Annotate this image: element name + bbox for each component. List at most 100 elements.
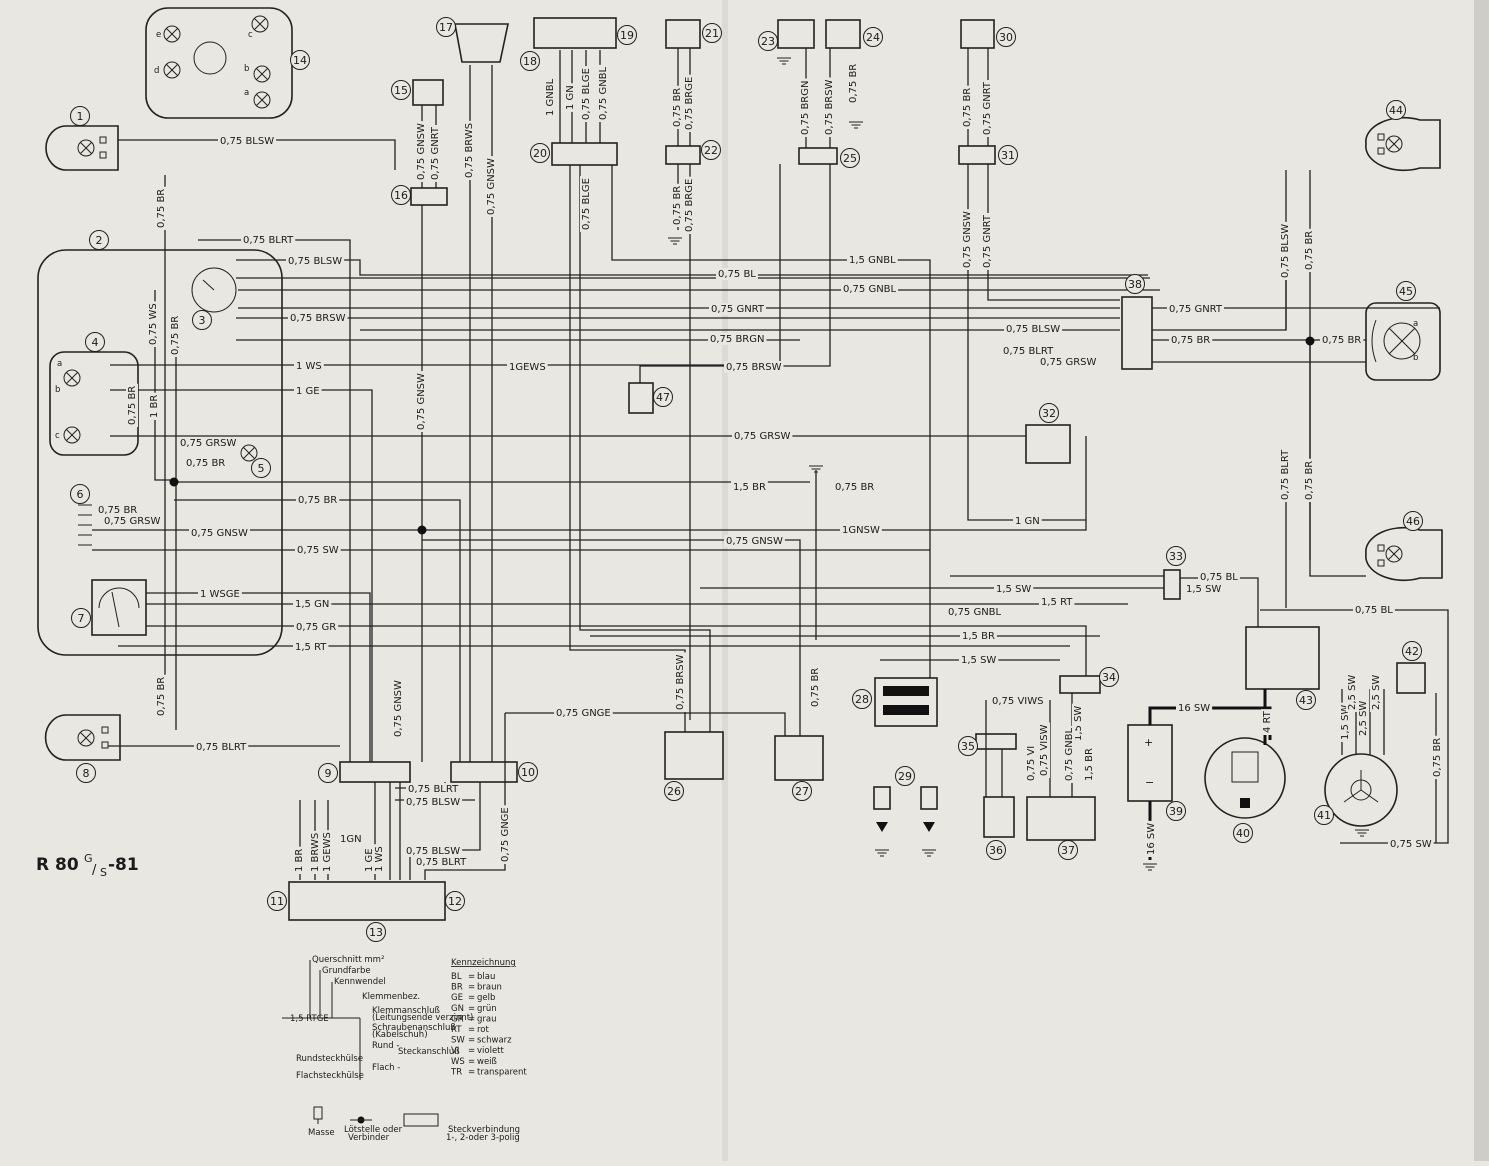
gauge-7 <box>91 579 147 636</box>
component-number-20: 20 <box>530 143 550 163</box>
svg-text:SW: SW <box>451 1036 465 1046</box>
svg-text:0,75 BLGE: 0,75 BLGE <box>581 178 592 230</box>
wire-label: 1 GN <box>1015 516 1040 527</box>
svg-text:1 WS: 1 WS <box>374 846 385 872</box>
legend-steckverbindung: Steckverbindung <box>448 1125 520 1135</box>
title-sub: S <box>100 866 107 879</box>
connector-38 <box>1121 296 1153 370</box>
svg-text:0,75 GNRT: 0,75 GNRT <box>982 81 993 135</box>
legend-code-br: BR=braun <box>451 983 502 993</box>
wire-label: 0,75 BRGE <box>683 176 695 234</box>
wire-label: 0,75 BR <box>671 85 683 129</box>
legend-verbinder: Verbinder <box>348 1133 390 1143</box>
svg-text:3: 3 <box>199 314 206 327</box>
svg-text:1 GE: 1 GE <box>364 848 375 872</box>
legend-flach: Flach - <box>372 1063 400 1073</box>
svg-text:44: 44 <box>1389 104 1403 117</box>
wire-label: 0,75 GNSW <box>961 209 973 270</box>
svg-text:30: 30 <box>999 31 1013 44</box>
component-number-14: 14 <box>290 50 310 70</box>
wire-label: 0,75 BR <box>847 61 859 105</box>
wire-label: 0,75 GNBL <box>843 284 897 295</box>
svg-text:0,75 BLGE: 0,75 BLGE <box>581 68 592 120</box>
svg-text:grün: grün <box>477 1004 497 1014</box>
svg-text:7: 7 <box>78 612 85 625</box>
svg-text:=: = <box>468 1046 475 1056</box>
wire-label: 16 SW <box>1145 820 1157 857</box>
connector-10 <box>450 761 518 783</box>
svg-text:GN: GN <box>451 1004 464 1014</box>
wire-label: 0,75 BR <box>671 183 683 227</box>
legend-code-bl: BL=blau <box>451 972 495 982</box>
indicator-letter-e: e <box>156 30 161 40</box>
wire-label: 0,75 BRWS <box>463 120 475 180</box>
wire-label: 1 GN <box>564 83 576 112</box>
wires <box>92 48 1449 880</box>
component-number-31: 31 <box>998 145 1018 165</box>
wire-label: 1,5 BR <box>962 631 995 642</box>
svg-text:39: 39 <box>1169 805 1183 818</box>
wire-label: 1 GE <box>363 846 375 874</box>
wire-label: 0,75 BLSW <box>406 797 460 808</box>
svg-text:transparent: transparent <box>477 1067 527 1077</box>
legend-kennwendel: Kennwendel <box>334 977 386 987</box>
wire-label: 0,75 BR <box>1303 228 1315 272</box>
component-number-4: 4 <box>85 332 105 352</box>
ignition-unit-37 <box>1026 796 1096 841</box>
component-number-44: 44 <box>1386 100 1406 120</box>
wire-label: 1,5 SW <box>961 655 996 666</box>
svg-text:4: 4 <box>92 336 99 349</box>
lamp-44 <box>1365 116 1441 172</box>
svg-text:1 GEWS: 1 GEWS <box>322 832 333 872</box>
wire-label: 2,5 SW <box>1370 672 1382 712</box>
connector-35 <box>975 733 1017 750</box>
wire-label: 0,75 BR <box>1322 335 1361 346</box>
wire-label: 1 GEWS <box>321 830 333 874</box>
svg-text:0,75 VI: 0,75 VI <box>1026 746 1037 781</box>
svg-text:20: 20 <box>533 147 547 160</box>
svg-text:27: 27 <box>795 785 809 798</box>
wire-label: 0,75 BRGN <box>799 78 811 137</box>
svg-text:17: 17 <box>439 21 453 34</box>
svg-text:1: 1 <box>77 110 84 123</box>
wire-label: 0,75 BRGN <box>710 334 764 345</box>
wire-label: 0,75 BLRT <box>243 235 294 246</box>
wire-label: 0,75 GNSW <box>485 156 497 217</box>
wire-label: 1,5 RT <box>295 642 327 653</box>
connector-33 <box>1163 569 1181 600</box>
svg-text:=: = <box>468 1025 475 1035</box>
connector-20 <box>551 142 618 166</box>
legend-code-vi: VI=violett <box>451 1046 505 1056</box>
legend-flachsteckhuelse: Flachsteckhülse <box>296 1071 364 1081</box>
svg-text:11: 11 <box>270 895 284 908</box>
wire-label: 0,75 VIWS <box>992 696 1043 707</box>
svg-text:0,75 BR: 0,75 BR <box>170 316 181 355</box>
legend-code-gr: GR=grau <box>451 1014 497 1024</box>
svg-text:1 BR: 1 BR <box>294 849 305 872</box>
svg-text:33: 33 <box>1169 550 1183 563</box>
title-sup: G <box>84 852 93 865</box>
component-number-36: 36 <box>986 840 1006 860</box>
svg-text:22: 22 <box>704 144 718 157</box>
svg-text:15: 15 <box>394 84 408 97</box>
component-number-37: 37 <box>1058 840 1078 860</box>
connector-6 <box>78 504 92 546</box>
component-number-8: 8 <box>76 763 96 783</box>
svg-text:12: 12 <box>448 895 462 908</box>
connector-9 <box>339 761 411 783</box>
legend-schraubenanschluss-sub: (Kabelschuh) <box>372 1030 428 1040</box>
legend-loetstelle: Lötstelle oder <box>344 1125 403 1135</box>
svg-text:0,75 GNSW: 0,75 GNSW <box>393 680 404 737</box>
svg-text:0,75 GNBL: 0,75 GNBL <box>1064 727 1075 781</box>
svg-text:WS: WS <box>451 1057 465 1067</box>
component-number-27: 27 <box>792 781 812 801</box>
wire-label: 1 WS <box>373 844 385 874</box>
legend-code-tr: TR=transparent <box>450 1067 527 1077</box>
switch-24 <box>825 19 861 49</box>
wire-label: 0,75 BLRT <box>416 857 467 868</box>
svg-text:0,75 BR: 0,75 BR <box>672 186 683 225</box>
legend-rund: Rund - <box>372 1041 399 1051</box>
wire-label: 0,75 BLSW <box>1279 221 1291 280</box>
